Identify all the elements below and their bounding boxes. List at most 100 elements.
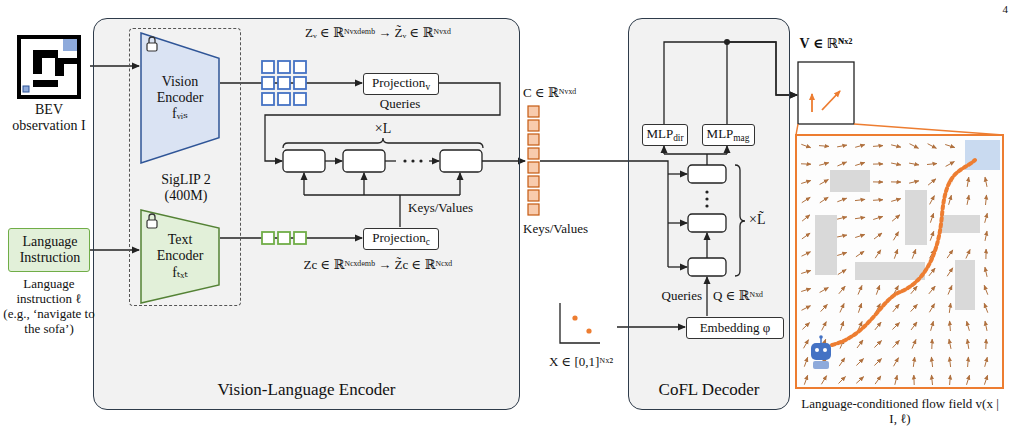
node-text: v: [425, 82, 430, 92]
token-square: [528, 162, 539, 173]
flow-arrow: [949, 195, 952, 205]
label-text: Queries: [630, 289, 702, 304]
label-text: Queries: [356, 97, 444, 112]
flow-arrow: [946, 162, 955, 167]
flow-arrow: [894, 249, 897, 258]
flow-arrow: [984, 375, 987, 384]
mlp-box: MLPdir: [642, 124, 688, 146]
flow-arrow: [802, 215, 810, 221]
flow-arrow: [985, 339, 986, 349]
flow-arrow: [909, 163, 919, 165]
flow-arrow: [820, 197, 828, 203]
token-square: [294, 61, 306, 73]
flow-field-figure: Language-conditioned flow field v(x | I,…: [793, 133, 1007, 427]
token-square: [262, 61, 274, 73]
flow-arrow: [893, 232, 898, 241]
flow-arrow: [947, 268, 953, 276]
flow-arrow: [909, 181, 919, 183]
text-holder: MLPmag: [703, 125, 754, 145]
flow-arrow: [802, 197, 810, 202]
node-text: V ∈ ℝᴺˣ²: [800, 36, 853, 52]
flow-arrow: [949, 339, 951, 349]
text-holder: Language Instruction: [14, 229, 86, 271]
flow-arrow: [930, 196, 935, 205]
text-holder: Vision Encoder fᵥᵢₛ: [149, 32, 211, 164]
node-text: MLP: [646, 126, 673, 141]
flow-arrow: [874, 359, 881, 366]
flow-arrow: [840, 321, 843, 330]
flow-arrow: [929, 304, 934, 313]
panel-fill: [628, 18, 790, 410]
flow-arrow: [966, 250, 970, 259]
node-text: mag: [733, 133, 749, 143]
flow-arrow: [875, 250, 881, 258]
connector-arrow: [220, 82, 362, 83]
process-box: Embedding φ: [686, 317, 784, 339]
flow-arrow: [895, 375, 897, 385]
flow-arrow: [839, 358, 845, 366]
node-text: Vision-Language Encoder: [218, 380, 396, 400]
flow-arrow: [913, 357, 914, 367]
flow-arrow: [820, 288, 829, 293]
flow-arrow: [929, 286, 935, 294]
flow-arrow: [855, 199, 865, 200]
flow-arrow: [891, 181, 901, 182]
trapezoid-outline: [141, 210, 219, 303]
process-box: Projectionv: [363, 73, 439, 95]
token-square: [528, 106, 539, 117]
flow-arrow: [928, 179, 936, 185]
flow-arrow: [873, 163, 883, 164]
text-holder: MLPdir: [643, 125, 687, 145]
token-square: [528, 176, 539, 187]
flow-arrow: [984, 303, 988, 312]
text-holder: Vision-Language Encoder: [94, 380, 519, 400]
node-text: Language Instruction: [14, 234, 86, 266]
flow-arrow: [949, 357, 950, 367]
flow-arrow: [985, 357, 988, 367]
text-holder: Embedding φ: [687, 318, 783, 338]
lock-icon: [147, 214, 157, 228]
robot-icon: [811, 335, 831, 369]
flow-arrow: [967, 357, 969, 367]
label-text: ×L: [360, 121, 406, 137]
flow-arrow: [945, 145, 955, 148]
flow-arrow: [985, 321, 987, 331]
token-square: [528, 120, 539, 131]
vision-tokens: [262, 61, 306, 105]
label-text: Keys/Values: [408, 201, 488, 216]
flow-arrow: [986, 195, 987, 205]
node-text: Projection: [372, 230, 425, 245]
flow-arrow: [984, 285, 988, 294]
flow-field-image: [796, 135, 1003, 388]
flow-arrow: [802, 306, 811, 311]
flow-arrow: [801, 144, 810, 147]
token-square: [528, 190, 539, 201]
flow-arrow: [857, 340, 863, 348]
node-text: Embedding φ: [700, 321, 771, 336]
flow-arrow: [856, 359, 863, 366]
text-holder: Projectionv: [364, 74, 438, 94]
flow-arrow: [929, 268, 935, 276]
connector-arrow: [90, 65, 139, 66]
flow-arrow: [949, 321, 951, 331]
frozen-group: SigLIP 2 (400M)Vision Encoder fᵥᵢₛText E…: [129, 28, 241, 306]
node-text: Projection: [372, 75, 425, 90]
decoder-panel: CoFL DecoderMLPdirMLPmagEmbedding φ: [628, 18, 790, 410]
node-text: MLP: [707, 126, 734, 141]
flow-arrow: [985, 249, 986, 259]
flow-arrow: [947, 250, 953, 258]
flow-arrow: [837, 253, 847, 256]
flow-arrow: [837, 145, 847, 147]
flow-arrow: [855, 163, 865, 166]
flow-arrow: [892, 215, 900, 221]
vector-arrows: [796, 91, 1003, 135]
node-text: c: [426, 237, 430, 247]
text-holder: Projectionc: [364, 229, 438, 249]
flow-arrow: [855, 235, 865, 238]
image-node: BEV observation I: [8, 32, 90, 134]
flow-arrow: [911, 304, 918, 311]
flow-arrow: [839, 377, 846, 384]
flow-arrow: [967, 321, 970, 331]
flow-arrow: [801, 181, 811, 184]
